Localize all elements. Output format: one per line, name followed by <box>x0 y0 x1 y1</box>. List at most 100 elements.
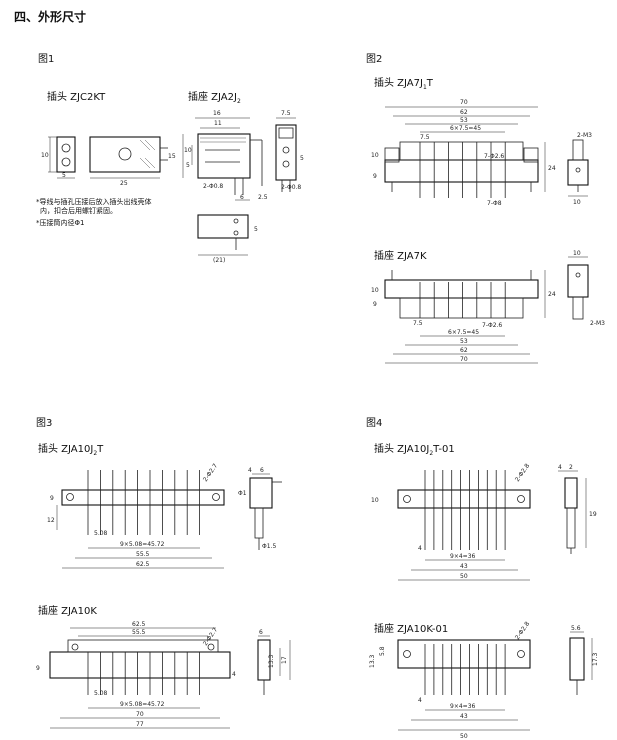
figure-2-socket-side-view: 10 2-M3 <box>567 250 605 327</box>
fig3-dim-4: 4 <box>248 467 252 474</box>
fig1-dim-end-pin: 2-Φ0.8 <box>281 184 301 191</box>
figure-2-label: 图2 <box>366 54 383 65</box>
figure-2-plug-front-view: 70 62 53 6×7.5=45 7.5 7-Φ2.6 7-Φ8 10 9 2… <box>371 99 556 207</box>
figure-2-socket-label: 插座 ZJA7K <box>374 251 427 262</box>
figure-4-socket-front-view: 2-Φ2.8 13.3 5.8 4 9×4=36 43 50 <box>369 620 531 740</box>
fig1-dim-21: (21) <box>213 257 225 264</box>
figure-4-socket-label: 插座 ZJA10K-01 <box>374 624 449 635</box>
fig1-dim-length: 25 <box>120 180 128 187</box>
fig2-dim-m3: 2-M3 <box>577 132 592 139</box>
section-title: 四、外形尺寸 <box>14 10 87 24</box>
fig3s-dim-55-5: 55.5 <box>132 629 146 636</box>
fig2s-dim-62: 62 <box>460 347 468 354</box>
fig3-dim-phi1: Φ1 <box>238 490 247 497</box>
fig4s-dim-43: 43 <box>460 713 468 720</box>
fig2s-dim-24: 24 <box>548 291 556 298</box>
fig1-dim-pin: 2-Φ0.8 <box>203 183 223 190</box>
fig4s-dim-17-3: 17.3 <box>592 652 599 666</box>
fig4-dim-43: 43 <box>460 563 468 570</box>
figure-4-label: 图4 <box>366 418 383 429</box>
fig1-dim-end-5: 5 <box>300 155 304 162</box>
fig2-dim-62: 62 <box>460 109 468 116</box>
fig3-dim-pitch: 9×5.08=45.72 <box>120 541 165 548</box>
fig4-dim-hole: 2-Φ2.8 <box>514 462 531 483</box>
fig4-dim-pitch: 9×4=36 <box>450 553 476 560</box>
figure-3-socket-front-view: 62.5 55.5 2-Φ2.7 9 5.08 9×5.08=45.72 70 … <box>36 621 236 729</box>
fig2s-dim-m3: 2-M3 <box>590 320 605 327</box>
fig4s-dim-13-3: 13.3 <box>369 654 376 668</box>
fig3-dim-5-08: 5.08 <box>94 530 108 537</box>
fig4-dim-4: 4 <box>558 464 562 471</box>
fig2s-dim-hole: 7-Φ2.6 <box>482 322 502 329</box>
fig2-dim-9: 9 <box>373 173 377 180</box>
figure-1-plug-label: 插头 ZJC2KT <box>47 92 106 103</box>
figure-1-plug-side-view: 25 <box>89 136 168 187</box>
fig3-dim-9: 9 <box>50 495 54 502</box>
fig4-dim-19: 19 <box>589 511 597 518</box>
figure-4-socket-side-view: 5.6 17.3 <box>569 625 599 695</box>
figure-3-plug-side-view: 4 6 Φ1 Φ1.5 <box>238 467 282 550</box>
fig1-dim-7-5: 7.5 <box>281 110 291 117</box>
fig2s-dim-10: 10 <box>371 287 379 294</box>
fig1-dim-bottom-5: 5 <box>254 226 258 233</box>
fig3-dim-12: 12 <box>47 517 55 524</box>
fig2s-dim-pitch: 6×7.5=45 <box>448 329 479 336</box>
fig3-dim-phi1-5: Φ1.5 <box>262 543 276 550</box>
fig3s-dim-9: 9 <box>36 665 40 672</box>
fig2-dim-7-5: 7.5 <box>420 134 430 141</box>
fig2-dim-pitch: 6×7.5=45 <box>450 125 481 132</box>
figure-1-note-2: 内，扣合后用螺钉紧固。 <box>40 207 117 215</box>
fig3s-dim-13-3: 13.3 <box>268 654 275 668</box>
fig3s-dim-70: 70 <box>136 711 144 718</box>
fig2-dim-side-10: 10 <box>573 199 581 206</box>
fig3-dim-6: 6 <box>260 467 264 474</box>
fig4-dim-2: 2 <box>569 464 573 471</box>
fig4s-dim-5-6: 5.6 <box>571 625 581 632</box>
fig1-dim-5: 5 <box>186 162 190 169</box>
figure-1-socket-side-view: 16 11 15 10 5 2-Φ0.8 6 2.5 <box>168 110 268 201</box>
fig3-dim-55-5: 55.5 <box>136 551 150 558</box>
fig3s-dim-17: 17 <box>281 656 288 664</box>
fig1-dim-6: 6 <box>240 194 244 201</box>
fig2-dim-24: 24 <box>548 165 556 172</box>
fig3s-dim-pitch: 9×5.08=45.72 <box>120 701 165 708</box>
fig4-dim-10: 10 <box>371 497 379 504</box>
fig2-dim-pin: 7-Φ8 <box>487 200 502 207</box>
fig4s-dim-pitch: 9×4=36 <box>450 703 476 710</box>
figure-1-note-1: *导线与插孔压接后放入插头出线壳体 <box>36 198 152 206</box>
figure-3-label: 图3 <box>36 418 53 429</box>
figure-3-socket-label: 插座 ZJA10K <box>38 606 97 617</box>
fig1-dim-width: 5 <box>62 172 66 179</box>
fig1-dim-15: 15 <box>168 153 176 160</box>
figure-2-socket-front-view: 10 9 24 7.5 7-Φ2.6 6×7.5=45 53 62 70 <box>371 270 556 364</box>
fig2-dim-10: 10 <box>371 152 379 159</box>
fig3s-dim-77: 77 <box>136 721 144 728</box>
fig2s-dim-70: 70 <box>460 356 468 363</box>
fig2-dim-70: 70 <box>460 99 468 106</box>
fig4s-dim-pin4: 4 <box>418 697 422 704</box>
fig4-dim-pin4: 4 <box>418 545 422 552</box>
fig3-dim-hole: 2-Φ2.7 <box>202 462 219 483</box>
fig1-dim-height: 10 <box>41 152 49 159</box>
fig2-dim-hole: 7-Φ2.6 <box>484 153 504 160</box>
fig1-dim-2-5: 2.5 <box>258 194 268 201</box>
figure-1-socket-label: 插座 ZJA2J2 <box>188 92 241 105</box>
fig2s-dim-9: 9 <box>373 301 377 308</box>
fig3s-dim-6: 6 <box>259 629 263 636</box>
figure-1-note-3: *压接筒内径Φ1 <box>36 219 85 227</box>
fig3s-dim-62-5: 62.5 <box>132 621 146 628</box>
fig3-dim-62-5: 62.5 <box>136 561 150 568</box>
figure-1-plug-end-view: 10 5 <box>41 136 76 179</box>
figure-1-label: 图1 <box>38 54 55 65</box>
fig2s-dim-7-5: 7.5 <box>413 320 423 327</box>
fig3s-dim-4: 4 <box>232 671 236 678</box>
figure-4-plug-side-view: 4 2 19 <box>558 464 597 554</box>
fig4s-dim-50: 50 <box>460 733 468 740</box>
fig3s-dim-5-08: 5.08 <box>94 690 108 697</box>
fig2s-dim-side-10: 10 <box>573 250 581 257</box>
fig2s-dim-53: 53 <box>460 338 468 345</box>
fig1-dim-11: 11 <box>214 120 222 127</box>
fig4-dim-50: 50 <box>460 573 468 580</box>
figure-3-plug-front-view: 9 12 5.08 9×5.08=45.72 55.5 62.5 2-Φ2.7 <box>47 462 225 569</box>
